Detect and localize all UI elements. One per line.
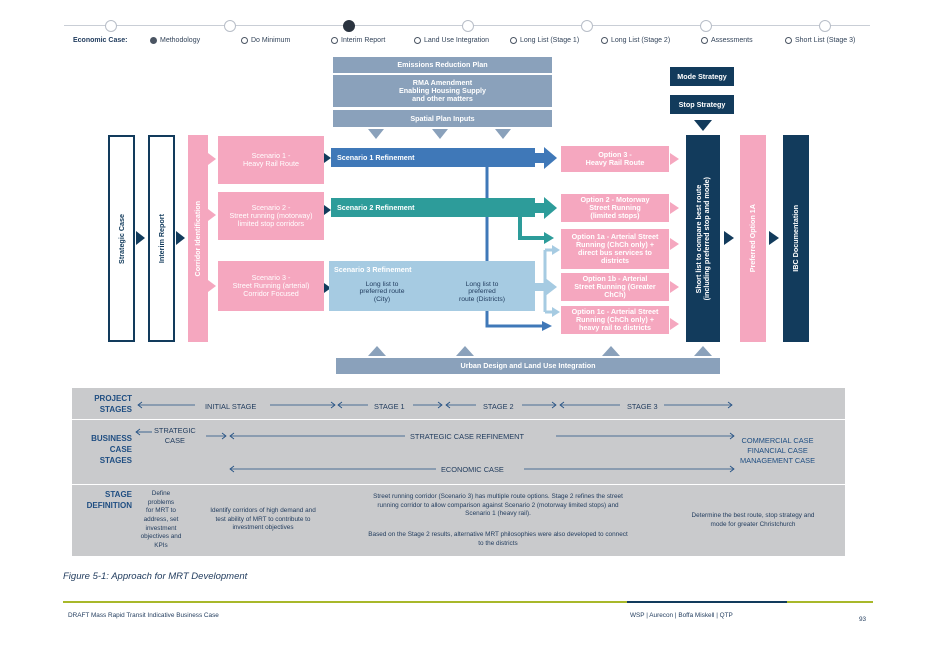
progress-step[interactable] [105, 20, 117, 32]
scenario-3: Scenario 3 - Street Running (arterial) C… [218, 261, 324, 311]
urban-design-bar: Urban Design and Land Use Integration [336, 358, 720, 374]
interim-report-box: Interim Report [148, 135, 175, 342]
strategic-case-stage: STRATEGIC CASE [154, 426, 196, 445]
option-3: Option 3 - Heavy Rail Route [561, 146, 669, 172]
option-2: Option 2 - Motorway Street Running (limi… [561, 194, 669, 222]
option-do-minimum[interactable]: Do Minimum [241, 37, 290, 44]
stage-arrows [135, 401, 735, 473]
ibc-documentation-label: IBC Documentation [791, 205, 801, 272]
option-land-use[interactable]: Land Use Integration [414, 37, 489, 44]
rma-amendment: RMA Amendment Enabling Housing Supply an… [333, 75, 552, 107]
commercial-financial-management: COMMERCIAL CASE FINANCIAL CASE MANAGEMEN… [740, 436, 816, 465]
stage-3: STAGE 3 [627, 402, 658, 411]
corridor-identification-label: Corridor Identification [193, 200, 203, 277]
option-short-list[interactable]: Short List (Stage 3) [785, 37, 855, 44]
strategic-case-box: Strategic Case [108, 135, 135, 342]
definition-stage-2b: Based on the Stage 2 results, alternativ… [368, 531, 628, 547]
preferred-option-box: Preferred Option 1A [740, 135, 766, 342]
scenario-2: Scenario 2 - Street running (motorway) l… [218, 192, 324, 240]
radio-icon [701, 37, 708, 44]
footer-rule-green-2 [787, 601, 873, 603]
definition-stage-3: Determine the best route, stop strategy … [691, 512, 815, 528]
radio-icon [331, 37, 338, 44]
radio-icon [785, 37, 792, 44]
option-1b: Option 1b - Arterial Street Running (Gre… [561, 273, 669, 301]
option-long-list-2[interactable]: Long List (Stage 2) [601, 37, 670, 44]
radio-icon [510, 37, 517, 44]
scenario-1-refinement: Scenario 1 Refinement [331, 148, 535, 167]
stages-table [72, 388, 845, 556]
option-methodology[interactable]: Methodology [150, 37, 200, 44]
divider [72, 484, 845, 485]
footer-rule-green [63, 601, 627, 603]
progress-step[interactable] [462, 20, 474, 32]
option-1a: Option 1a - Arterial Street Running (ChC… [561, 229, 669, 269]
progress-step[interactable] [224, 20, 236, 32]
option-1c: Option 1c - Arterial Street Running (ChC… [561, 306, 669, 334]
strategic-case-label: Strategic Case [116, 213, 126, 264]
definition-initial: Define problems for MRT to address, set … [140, 490, 182, 549]
figure-caption: Figure 5-1: Approach for MRT Development [63, 571, 248, 582]
diagram-connectors [136, 120, 779, 356]
short-list-box: Short list to compare best route (includ… [686, 135, 720, 342]
progress-step-current[interactable] [343, 20, 355, 32]
economic-case-stage: ECONOMIC CASE [441, 465, 504, 474]
radio-icon [601, 37, 608, 44]
footer-rule-navy [627, 601, 787, 603]
stage-2: STAGE 2 [483, 402, 514, 411]
progress-step[interactable] [700, 20, 712, 32]
emissions-reduction-plan: Emissions Reduction Plan [333, 57, 552, 73]
radio-icon [241, 37, 248, 44]
definition-stage-1: Identify corridors of high demand and te… [210, 507, 316, 532]
spatial-plan-inputs: Spatial Plan Inputs [333, 110, 552, 127]
footer-title: DRAFT Mass Rapid Transit Indicative Busi… [68, 612, 219, 619]
option-assessments[interactable]: Assessments [701, 37, 753, 44]
definition-stage-2a: Street running corridor (Scenario 3) has… [373, 493, 623, 518]
mode-strategy: Mode Strategy [670, 67, 734, 86]
option-interim-report[interactable]: Interim Report [331, 37, 385, 44]
interim-report-label: Interim Report [156, 213, 166, 264]
economic-case-label: Economic Case: [73, 37, 128, 44]
scenario-3-refinement: Scenario 3 Refinement [334, 265, 412, 274]
radio-icon [414, 37, 421, 44]
page-number: 93 [859, 616, 867, 623]
stage-1: STAGE 1 [374, 402, 405, 411]
initial-stage: INITIAL STAGE [205, 402, 257, 411]
scenario-3-refinement-box: Scenario 3 Refinement Long list to prefe… [329, 261, 535, 311]
option-long-list-1[interactable]: Long List (Stage 1) [510, 37, 579, 44]
divider [72, 419, 845, 420]
footer-authors: WSP | Aurecon | Boffa Miskell | QTP [630, 612, 733, 619]
project-stages-label: PROJECT STAGES [94, 394, 132, 414]
scenario-2-refinement: Scenario 2 Refinement [331, 198, 535, 217]
business-case-label: BUSINESS CASE STAGES [91, 434, 132, 465]
strategic-case-refinement: STRATEGIC CASE REFINEMENT [410, 432, 525, 441]
long-list-districts: Long list to preferred route (Districts) [458, 281, 506, 303]
progress-step[interactable] [819, 20, 831, 32]
progress-step[interactable] [581, 20, 593, 32]
stage-definition-label: STAGE DEFINITION [86, 490, 132, 510]
stop-strategy: Stop Strategy [670, 95, 734, 114]
preferred-option-label: Preferred Option 1A [748, 204, 758, 273]
short-list-label: Short list to compare best route (includ… [694, 176, 711, 301]
ibc-documentation-box: IBC Documentation [783, 135, 809, 342]
scenario-1: Scenario 1 - Heavy Rail Route [218, 136, 324, 184]
long-list-city: Long list to preferred route (City) [359, 281, 405, 303]
corridor-identification-box: Corridor Identification [188, 135, 208, 342]
radio-selected-icon [150, 37, 157, 44]
